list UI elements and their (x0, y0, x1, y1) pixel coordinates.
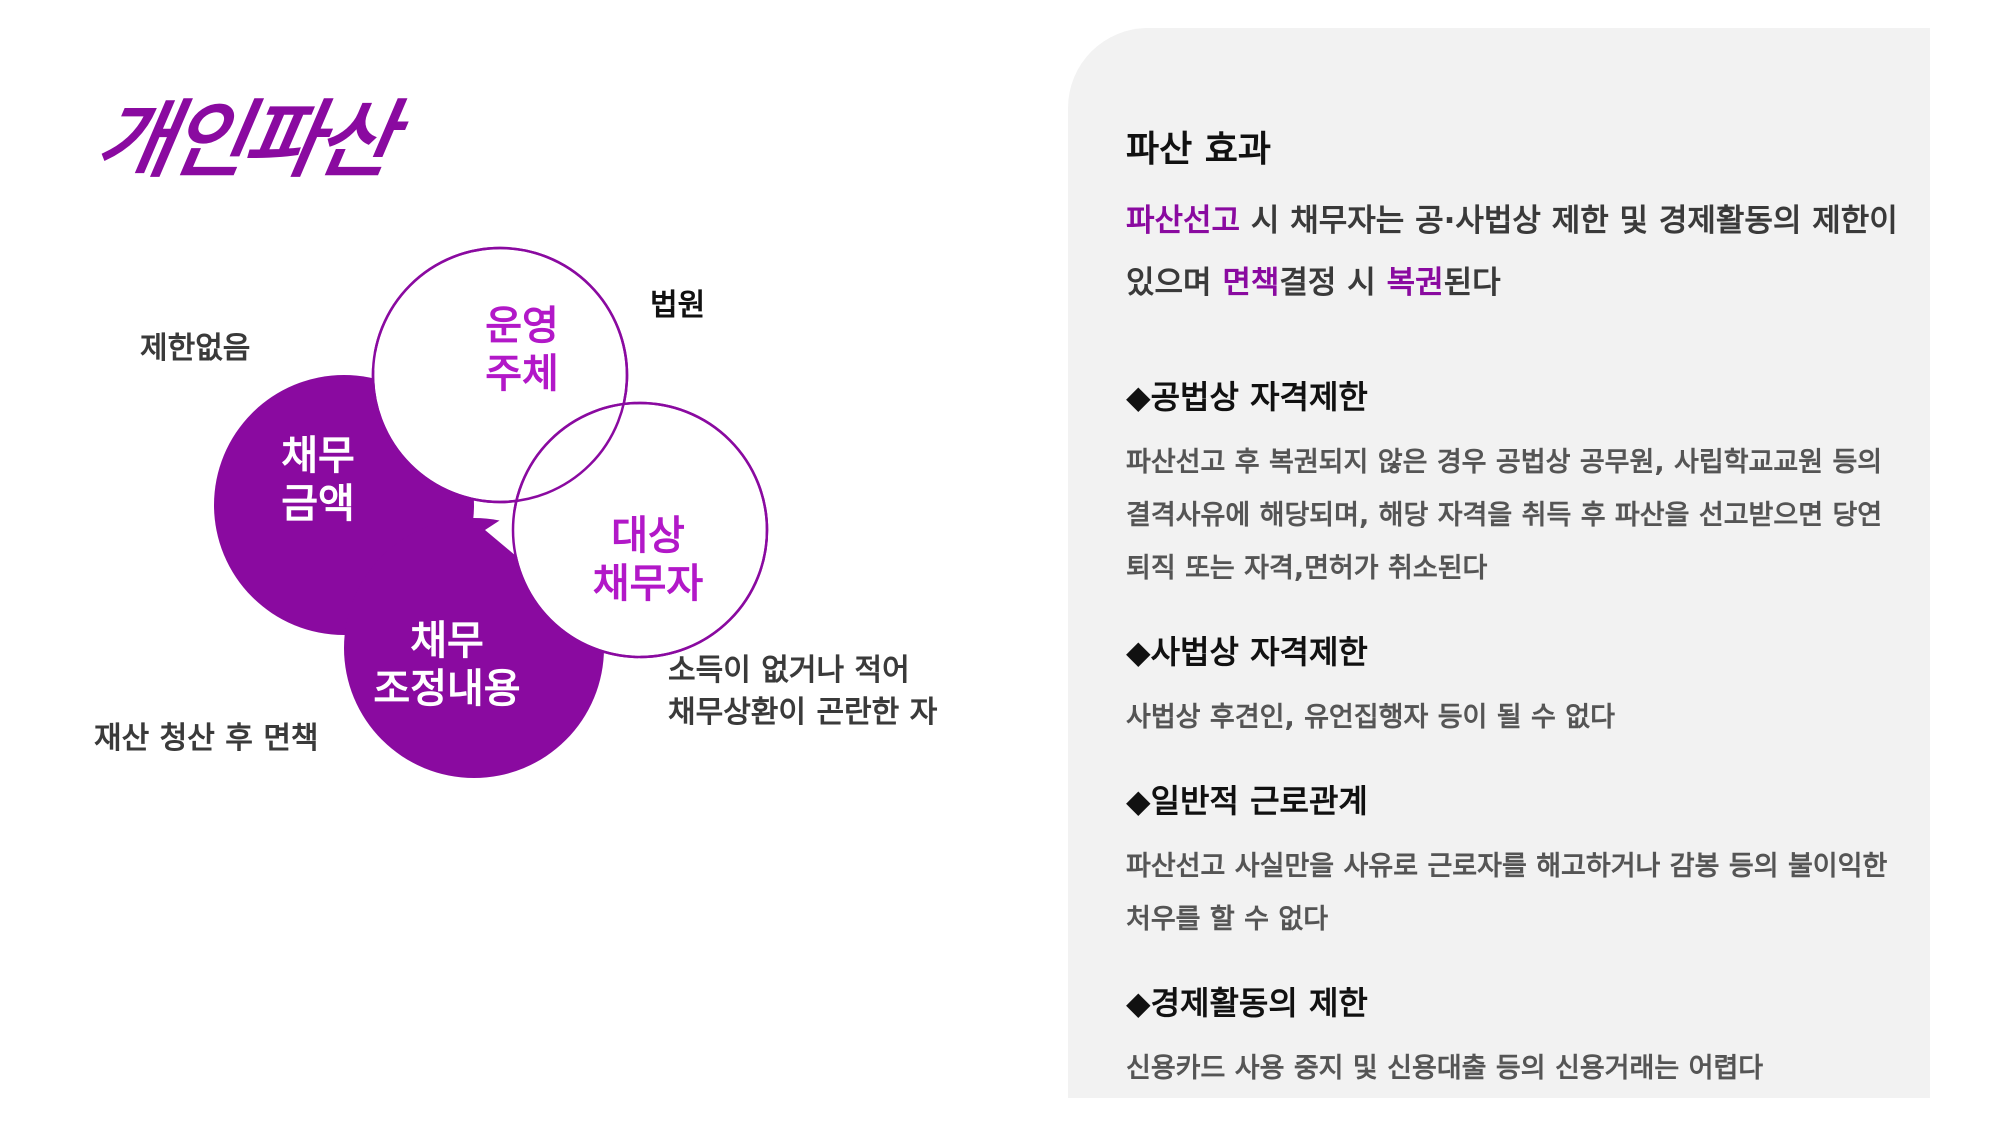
info-panel (1068, 28, 1930, 1098)
info-panel-content: 파산 효과 파산선고 시 채무자는 공·사법상 제한 및 경제활동의 제한이 있… (1126, 120, 1906, 1127)
section-body-private-law: 사법상 후견인, 유언집행자 등이 될 수 없다 (1126, 702, 1615, 733)
highlight-discharge: 면책 (1222, 265, 1280, 301)
circle-label-amount: 채무 금액 (281, 433, 355, 527)
petal-gap-target (485, 410, 670, 660)
effect-title: 파산 효과 (1126, 129, 1272, 170)
section-body-economic: 신용카드 사용 중지 및 신용대출 등의 신용거래는 어렵다 (1126, 1053, 1764, 1084)
section-title-economic: ◆경제활동의 제한 (1126, 984, 1368, 1022)
section-title-employment: ◆일반적 근로관계 (1126, 782, 1368, 820)
circle-label-target: 대상 채무자 (592, 513, 704, 607)
petal-diagram (214, 246, 769, 778)
effect-intro: 파산선고 시 채무자는 공·사법상 제한 및 경제활동의 제한이 있으며 면책결… (1126, 190, 1906, 314)
intro-text-1: 시 채무자는 공·사법상 제한 및 경제활동의 제한이 있으며 (1126, 203, 1898, 301)
side-label-operator: 법원 (650, 288, 706, 323)
side-label-adjust: 재산 청산 후 면책 (94, 721, 319, 756)
section-body-public-law: 파산선고 후 복권되지 않은 경우 공법상 공무원, 사립학교교원 등의 결격사… (1126, 447, 1883, 584)
section-title-private-law: ◆사법상 자격제한 (1126, 633, 1368, 671)
highlight-restoration: 복권 (1386, 265, 1444, 301)
intro-text-2: 결정 시 (1279, 265, 1387, 301)
circle-label-operator: 운영 주체 (485, 303, 559, 397)
side-label-target: 소득이 없거나 적어 채무상환이 곤란한 자 (668, 653, 938, 730)
section-title-public-law: ◆공법상 자격제한 (1126, 378, 1368, 416)
section-body-employment: 파산선고 사실만을 사유로 근로자를 해고하거나 감봉 등의 불이익한 처우를 … (1126, 851, 1888, 935)
circle-label-adjust: 채무 조정내용 (373, 618, 521, 712)
side-label-amount: 제한없음 (140, 331, 251, 366)
intro-text-3: 된다 (1443, 265, 1501, 301)
highlight-bankruptcy: 파산선고 (1126, 203, 1241, 239)
petal-gap-operator (360, 330, 496, 500)
